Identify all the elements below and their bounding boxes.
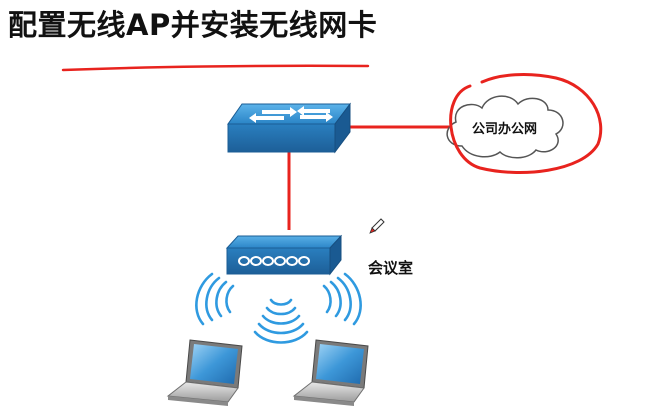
laptop-icon xyxy=(292,339,369,406)
switch-icon xyxy=(227,102,351,154)
wifi-signal-icon xyxy=(322,272,362,326)
cloud-circle-annotation xyxy=(449,73,603,174)
title-underline xyxy=(61,64,370,72)
office-network-label: 公司办公网 xyxy=(472,121,537,137)
meeting-room-label: 会议室 xyxy=(368,259,413,277)
access-point-icon xyxy=(225,234,343,276)
page-title: 配置无线AP并安装无线网卡 xyxy=(8,8,378,42)
office-network-cloud: 公司办公网 xyxy=(446,95,564,159)
laptop-icon xyxy=(166,339,243,406)
wifi-signal-icon xyxy=(253,298,309,344)
pen-cursor-icon xyxy=(369,218,385,234)
wifi-signal-icon xyxy=(195,272,235,326)
